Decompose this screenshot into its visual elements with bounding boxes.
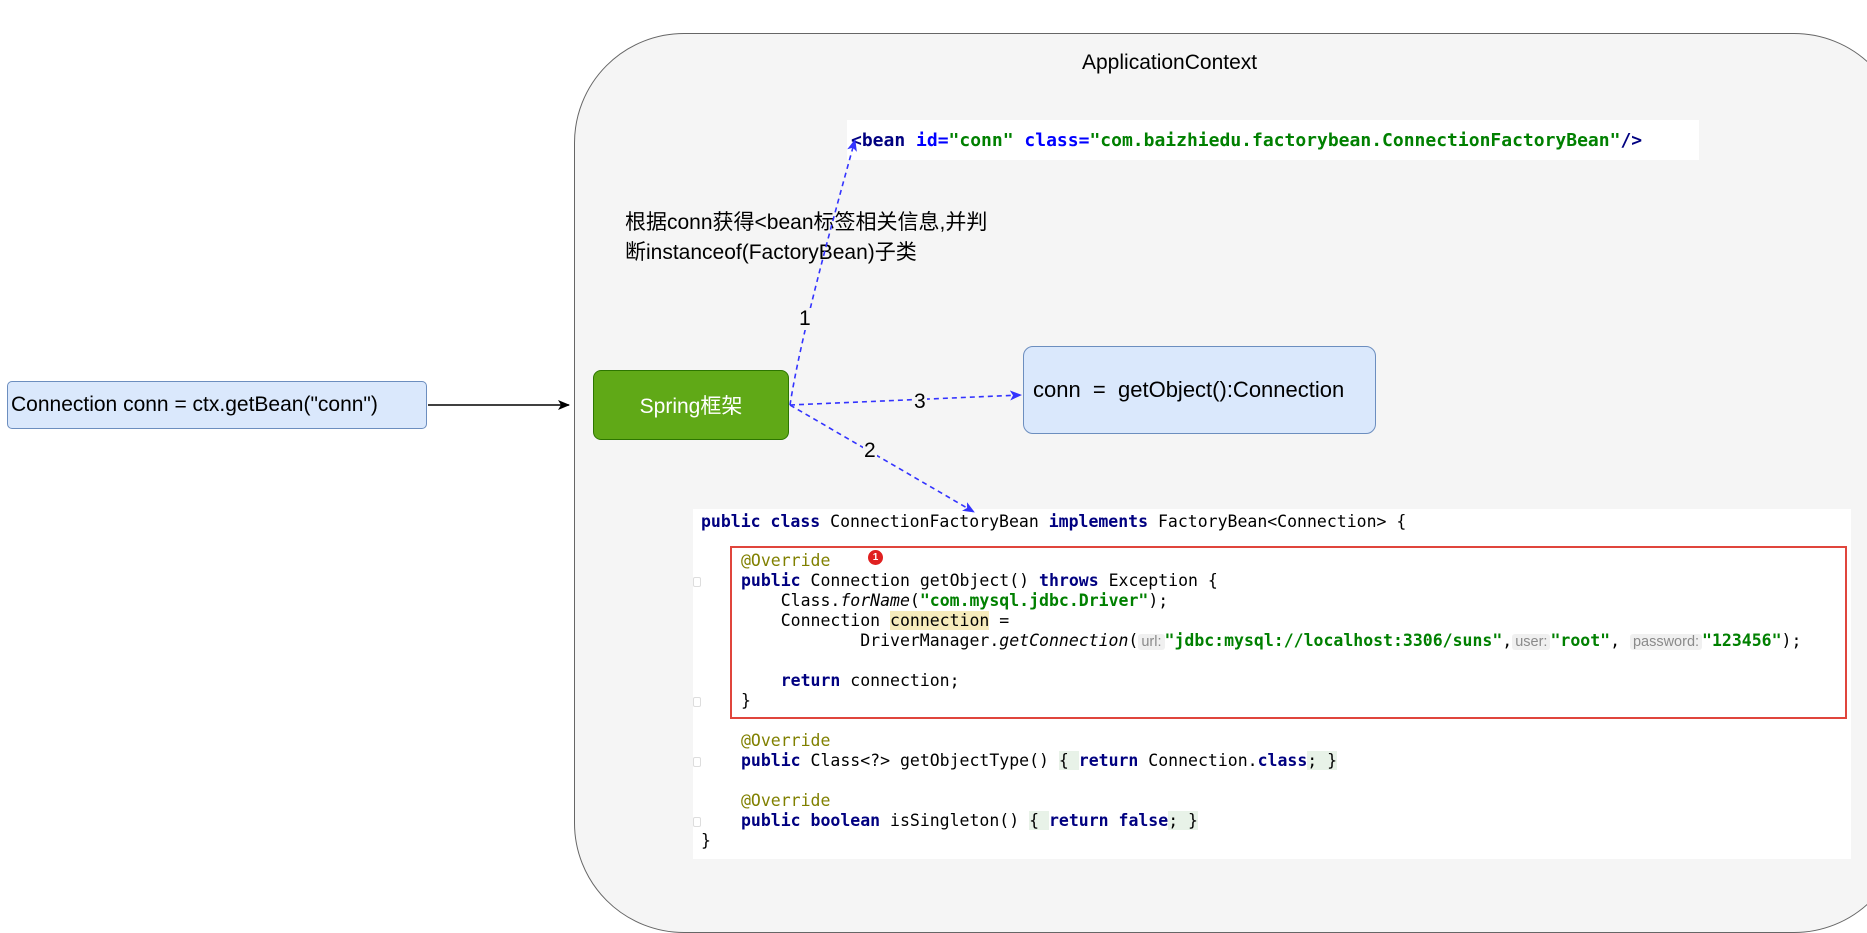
code-line-getconnection: DriverManager.getConnection(url:"jdbc:my… [741, 631, 1802, 650]
note-line-1: 根据conn获得<bean标签相关信息,并判 [625, 211, 988, 234]
xml-tag-open: <bean [851, 129, 917, 151]
edge-2-to-code [789, 404, 975, 513]
edge-label-2: 2 [863, 439, 877, 462]
fold-marker [693, 697, 701, 707]
spring-framework-node: Spring框架 [593, 370, 789, 440]
fold-marker [693, 577, 701, 587]
xml-class-attr: class= [1013, 129, 1090, 151]
xml-id-value: "conn" [948, 129, 1014, 151]
context-title: ApplicationContext [1082, 51, 1258, 74]
param-hint-password: password: [1629, 634, 1703, 650]
connector-layer [428, 139, 1022, 513]
edge-1-to-bean-xml [789, 139, 857, 406]
conn-result-node: conn = getObject():Connection [1023, 346, 1376, 434]
code-override-3: @Override [741, 791, 831, 810]
code-override-1: @Override [741, 551, 831, 570]
bean-xml-snippet: <bean id="conn" class="com.baizhiedu.fac… [847, 120, 1699, 160]
caller-node: Connection conn = ctx.getBean("conn") [7, 381, 427, 429]
code-line-return: return connection; [741, 671, 960, 690]
xml-class-value: "com.baizhiedu.factorybean.ConnectionFac… [1089, 129, 1621, 151]
param-hint-user: user: [1512, 634, 1551, 650]
code-override-2: @Override [741, 731, 831, 750]
edge-label-1: 1 [798, 307, 812, 330]
fold-marker [693, 817, 701, 827]
lookup-note: 根据conn获得<bean标签相关信息,并判 断instanceof(Facto… [625, 208, 1065, 268]
edge-3-to-conn [789, 390, 1022, 406]
code-line-connection-decl: Connection connection = [741, 611, 1010, 630]
factory-bean-code: public class ConnectionFactoryBean imple… [693, 509, 1851, 859]
xml-tag-close: /> [1620, 129, 1643, 151]
code-line-class-decl: public class ConnectionFactoryBean imple… [701, 512, 1407, 531]
edge-label-3: 3 [913, 390, 927, 413]
note-line-2: 断instanceof(FactoryBean)子类 [625, 241, 917, 264]
param-hint-url: url: [1138, 634, 1165, 650]
highlight-box-getobject [730, 546, 1847, 719]
error-badge-icon: 1 [868, 550, 883, 565]
fold-marker [693, 757, 701, 767]
code-line-issingleton: public boolean isSingleton() { return fa… [741, 811, 1198, 830]
code-line-method-close: } [741, 691, 751, 710]
code-line-getobject: public Connection getObject() throws Exc… [741, 571, 1218, 590]
xml-id-attr: id= [916, 129, 949, 151]
code-line-forname: Class.forName("com.mysql.jdbc.Driver"); [741, 591, 1169, 610]
code-line-getobjecttype: public Class<?> getObjectType() { return… [741, 751, 1338, 770]
code-line-class-close: } [701, 831, 711, 850]
